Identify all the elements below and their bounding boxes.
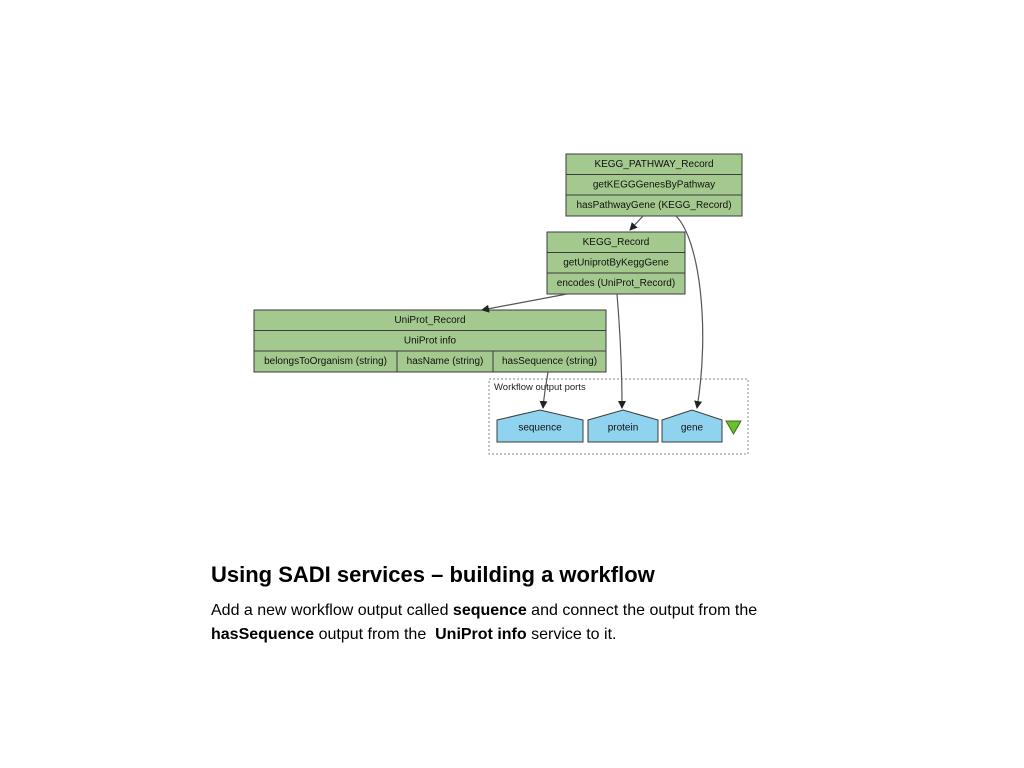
workflow-diagram: KEGG_PATHWAY_Record getKEGGGenesByPathwa… <box>253 153 749 455</box>
uniprot-service: UniProt info <box>404 336 457 347</box>
output-port-gene-shape <box>661 409 723 443</box>
body-bold-hassequence: hasSequence <box>211 626 315 643</box>
slide-body: Add a new workflow output called sequenc… <box>211 599 781 647</box>
output-ports-cluster: Workflow output ports sequence protein g… <box>488 378 749 455</box>
output-port-protein[interactable]: protein <box>587 409 659 443</box>
uniprot-output-organism: belongsToOrganism (string) <box>264 356 387 367</box>
uniprot-node[interactable]: UniProt_Record UniProt info belongsToOrg… <box>253 309 607 373</box>
body-text-3: output from the <box>314 626 436 643</box>
kegg-pathway-output: hasPathwayGene (KEGG_Record) <box>576 200 731 211</box>
output-port-protein-label: protein <box>608 423 639 434</box>
kegg-pathway-node[interactable]: KEGG_PATHWAY_Record getKEGGGenesByPathwa… <box>565 153 743 217</box>
edge-pathway-to-kegg-record <box>629 215 644 231</box>
body-bold-sequence: sequence <box>452 602 527 619</box>
kegg-record-node[interactable]: KEGG_Record getUniprotByKeggGene encodes… <box>546 231 686 295</box>
output-port-protein-shape <box>587 409 659 443</box>
slide-caption: Using SADI services – building a workflo… <box>211 562 911 647</box>
kegg-pathway-service: getKEGGGenesByPathway <box>593 180 715 191</box>
kegg-record-title: KEGG_Record <box>583 237 650 248</box>
uniprot-output-sequence: hasSequence (string) <box>502 356 597 367</box>
kegg-record-service: getUniprotByKeggGene <box>563 258 669 269</box>
triangle-down-icon[interactable] <box>725 420 742 436</box>
uniprot-title: UniProt_Record <box>394 315 465 326</box>
output-port-sequence[interactable]: sequence <box>496 409 584 443</box>
slide-title: Using SADI services – building a workflo… <box>211 562 655 587</box>
edge-pathway-to-gene <box>675 215 704 409</box>
kegg-pathway-title: KEGG_PATHWAY_Record <box>594 159 713 170</box>
body-text-2: and connect the output from the <box>526 602 758 619</box>
uniprot-output-cell-sequence <box>492 350 607 373</box>
body-text-1: Add a new workflow output called <box>211 602 453 619</box>
body-text-4: service to it. <box>526 626 617 643</box>
edge-hassequence-to-sequence <box>539 371 549 409</box>
output-port-sequence-label: sequence <box>518 423 562 434</box>
uniprot-output-name: hasName (string) <box>407 356 484 367</box>
output-port-gene-label: gene <box>681 423 704 434</box>
kegg-record-output: encodes (UniProt_Record) <box>557 278 675 289</box>
edge-kegg-record-to-protein <box>616 293 626 409</box>
output-ports-box <box>488 378 749 455</box>
output-port-sequence-shape <box>496 409 584 443</box>
output-port-gene[interactable]: gene <box>661 409 723 443</box>
body-bold-uniprot-info: UniProt info <box>435 626 527 643</box>
output-ports-label: Workflow output ports <box>494 382 586 393</box>
kegg-record-output-cell <box>546 272 686 295</box>
edge-kegg-record-to-uniprot <box>481 293 568 313</box>
kegg-pathway-output-cell <box>565 194 743 217</box>
